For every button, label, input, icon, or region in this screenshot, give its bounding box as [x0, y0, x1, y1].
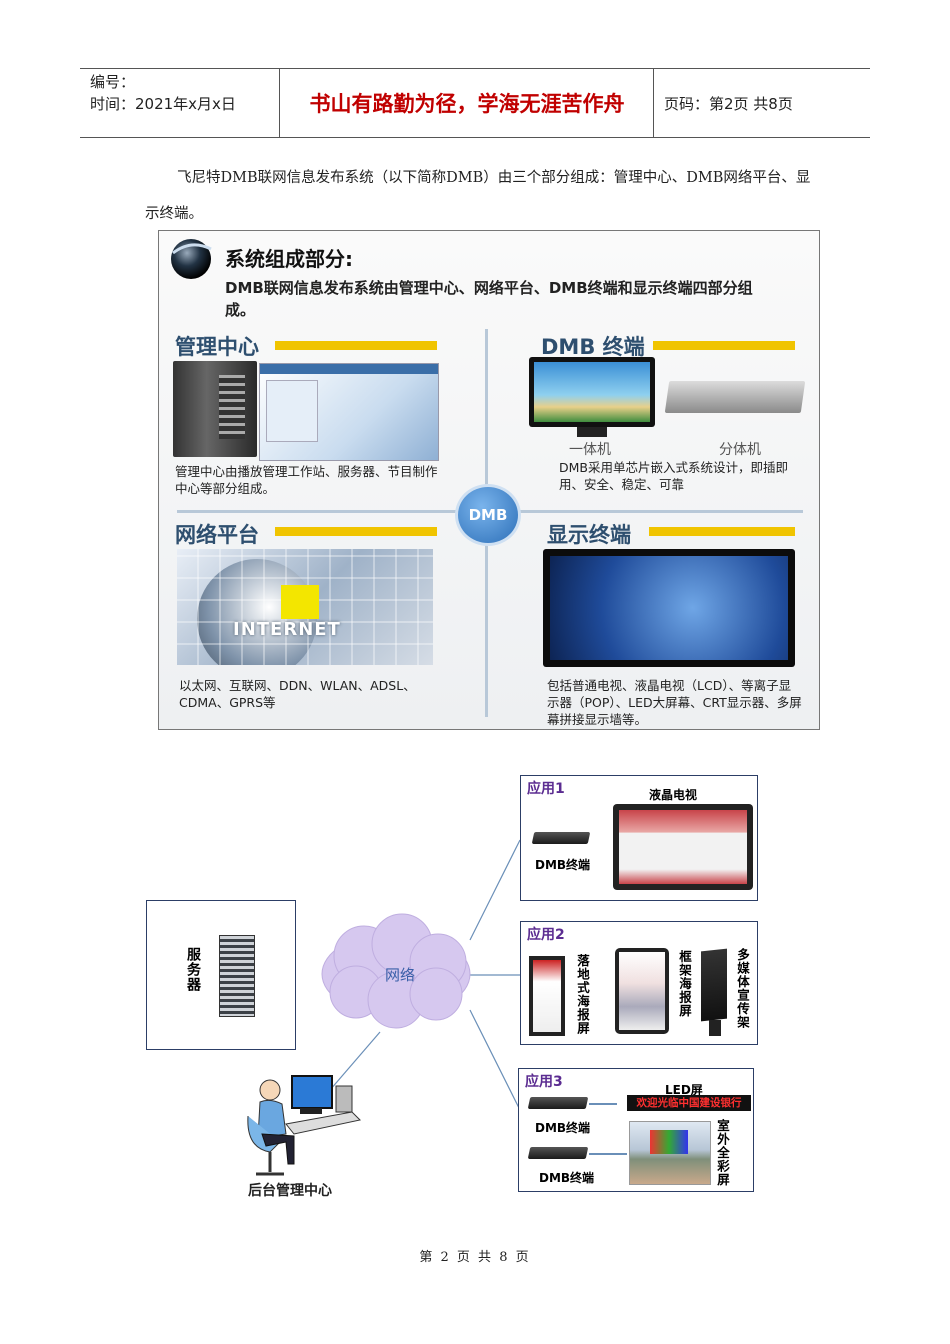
- app3-dmb-device-2: [527, 1147, 589, 1159]
- display-caption: 包括普通电视、液晶电视（LCD）、等离子显示器（POP）、LED大屏幕、CRT显…: [547, 678, 802, 727]
- internet-image: INTERNET: [177, 549, 433, 665]
- figure-subtitle: DMB联网信息发布系统由管理中心、网络平台、DMB终端和显示终端四部分组成。: [225, 279, 753, 319]
- operator-workstation-icon: [247, 1075, 362, 1176]
- app2-media-label: 多媒体宣传架: [735, 948, 750, 1029]
- number-label: 编号：: [90, 73, 136, 91]
- time-label: 时间：2021年x月x日: [90, 95, 236, 113]
- app1-box: 应用1 液晶电视 DMB终端: [520, 775, 758, 901]
- globe-icon: [171, 239, 212, 279]
- app2-frame-screen: [615, 948, 669, 1034]
- app3-link-1: [589, 1103, 617, 1105]
- app2-frame-label: 框架海报屏: [677, 950, 692, 1018]
- monitor-stand: [577, 427, 607, 437]
- intro-paragraph: 飞尼特DMB联网信息发布系统（以下简称DMB）由三个部分组成：管理中心、DMB网…: [145, 170, 811, 222]
- server-label: 服务器: [185, 947, 201, 992]
- app3-box: 应用3 LED屏 欢迎光临中国建设银行 DMB终端 DMB终端 室外全彩屏: [518, 1068, 754, 1192]
- app3-dmb-label-1: DMB终端: [535, 1121, 591, 1135]
- app1-dmb-device: [531, 832, 591, 844]
- app2-stand-base: [709, 1020, 721, 1036]
- app3-led-label: LED屏: [665, 1083, 703, 1097]
- lcd-monitor-image: [529, 357, 655, 427]
- terminal-accent-bar: [653, 341, 795, 350]
- header-page-info: 页码：第2页 共8页: [664, 95, 793, 113]
- app2-box: 应用2 落地式海报屏 框架海报屏 多媒体宣传架: [520, 921, 758, 1045]
- terminal-title: DMB 终端: [541, 335, 645, 359]
- header-meta: 编号： 时间：2021年x月x日: [80, 69, 280, 137]
- app2-floor-label: 落地式海报屏: [575, 954, 590, 1035]
- server-tower-image: [173, 361, 257, 457]
- dmb-center-badge: DMB: [455, 484, 521, 546]
- mgmt-title: 管理中心: [175, 335, 259, 359]
- network-caption: 以太网、互联网、DDN、WLAN、ADSL、CDMA、GPRS等: [179, 678, 416, 710]
- app2-media-stand: [701, 948, 727, 1022]
- app3-link-2: [589, 1153, 627, 1155]
- network-accent-bar: [275, 527, 437, 536]
- network-cloud-icon: [321, 913, 471, 1029]
- app3-dmb-device-1: [527, 1097, 589, 1109]
- app1-lcd-tv: [613, 804, 753, 890]
- network-label: 网络: [384, 966, 415, 984]
- mgmt-accent-bar: [275, 341, 437, 350]
- internet-label: INTERNET: [233, 619, 341, 640]
- server-rack-icon: [219, 935, 255, 1017]
- terminal-caption: DMB采用单芯片嵌入式系统设计，即插即用、安全、稳定、可靠: [559, 460, 788, 492]
- server-box: 服务器: [146, 900, 296, 1050]
- figure-title: 系统组成部分:: [225, 247, 353, 271]
- app3-led-screen: 欢迎光临中国建设银行: [627, 1095, 751, 1111]
- backend-label: 后台管理中心: [248, 1183, 332, 1199]
- page-footer: 第 2 页 共 8 页: [419, 1250, 531, 1265]
- app2-floor-screen: [529, 956, 565, 1036]
- header-motto: 书山有路勤为径，学海无涯苦作舟: [281, 69, 654, 137]
- app1-title: 应用1: [527, 781, 565, 797]
- mgmt-caption: 管理中心由播放管理工作站、服务器、节目制作中心等部分组成。: [175, 464, 438, 496]
- app1-tv-label: 液晶电视: [649, 788, 698, 802]
- system-components-figure: 系统组成部分: DMB联网信息发布系统由管理中心、网络平台、DMB终端和显示终端…: [158, 230, 820, 730]
- app2-title: 应用2: [527, 927, 565, 943]
- display-title: 显示终端: [547, 523, 631, 547]
- network-title: 网络平台: [175, 523, 259, 547]
- terminal-label-a: 一体机: [569, 442, 611, 458]
- app1-dmb-label: DMB终端: [535, 858, 591, 872]
- terminal-label-b: 分体机: [719, 442, 761, 458]
- display-accent-bar: [649, 527, 795, 536]
- display-screen-image: [543, 549, 795, 667]
- app3-dmb-label-2: DMB终端: [539, 1171, 595, 1185]
- software-screenshot-image: [259, 363, 439, 461]
- app3-outdoor-label: 室外全彩屏: [715, 1119, 730, 1187]
- app3-title: 应用3: [525, 1074, 563, 1090]
- page-header: 编号： 时间：2021年x月x日 书山有路勤为径，学海无涯苦作舟 页码：第2页 …: [80, 68, 870, 138]
- app3-outdoor-screen-image: [629, 1121, 711, 1185]
